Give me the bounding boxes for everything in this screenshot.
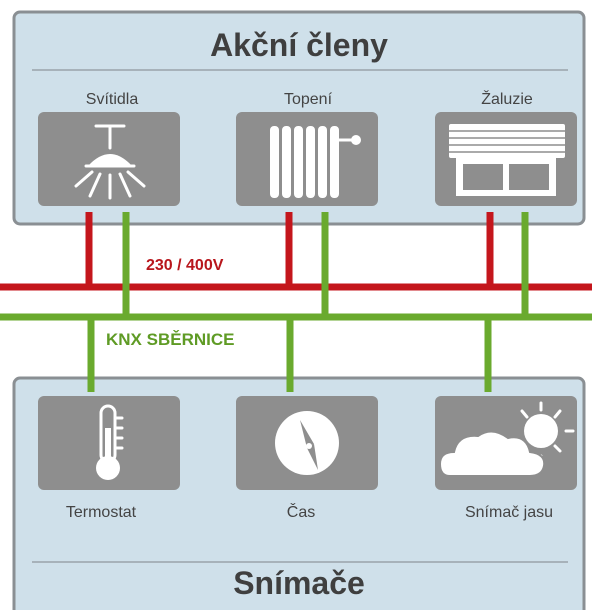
knx-bus-label: KNX SBĚRNICE [106, 330, 234, 349]
lamp-icon [74, 124, 146, 200]
blinds-icon [449, 124, 565, 196]
device-label-thermostat: Termostat [66, 504, 137, 521]
actuators-panel: Akční členy Svítidla Topení Žaluzie [12, 10, 586, 226]
clock-icon [275, 411, 339, 475]
thermometer-icon [96, 404, 124, 480]
power-bus-label: 230 / 400V [146, 257, 224, 274]
device-label-brightness: Snímač jasu [465, 504, 553, 521]
actuators-title: Akční členy [210, 27, 388, 63]
device-label-clock: Čas [287, 502, 315, 521]
sun-cloud-icon [438, 401, 575, 477]
device-label-heating: Topení [284, 91, 333, 108]
sensors-panel: Termostat Čas Snímač jasu Snímače [12, 376, 586, 610]
wiring: 230 / 400V KNX SBĚRNICE [0, 212, 592, 392]
radiator-icon [270, 126, 361, 198]
device-label-lights: Svítidla [86, 91, 139, 108]
device-label-blinds: Žaluzie [481, 89, 533, 108]
sensors-title: Snímače [233, 565, 365, 601]
